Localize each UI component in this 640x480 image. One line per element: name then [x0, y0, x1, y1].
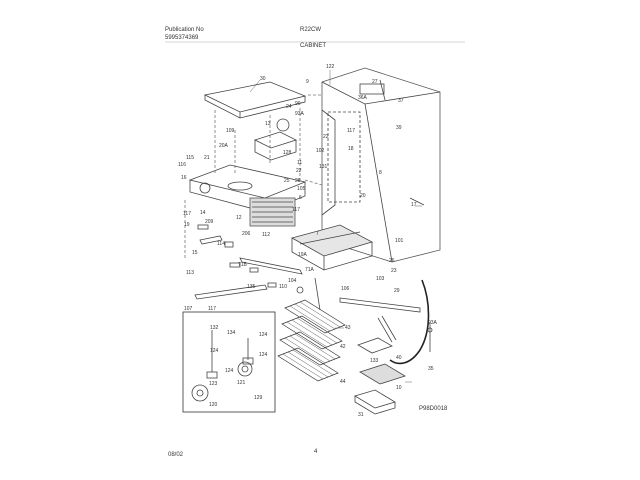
part-label: 124 — [259, 332, 268, 338]
part-label: 128 — [283, 150, 292, 156]
part-label: 115 — [186, 155, 194, 161]
part-label: 29 — [394, 288, 400, 294]
part-label: 30 — [260, 76, 266, 82]
ice-components — [354, 315, 406, 415]
part-label: 209 — [205, 219, 214, 225]
small-parts — [197, 224, 433, 352]
part-label: 124 — [225, 368, 234, 374]
top-panel — [203, 81, 307, 119]
part-label: 129 — [254, 395, 263, 401]
part-label: 20A — [219, 143, 228, 149]
drain-pan — [290, 224, 374, 271]
publication-label: Publication No — [165, 27, 204, 33]
part-label: 43 — [345, 325, 351, 331]
part-label: 35 — [428, 366, 434, 372]
part-label: 114 — [217, 241, 225, 247]
part-label: 24 — [286, 104, 292, 110]
bars — [194, 235, 421, 313]
publication-number: 5995374369 — [165, 35, 199, 41]
part-label: 26 — [389, 258, 395, 264]
part-label: 6 — [299, 195, 302, 201]
part-label: 107 — [184, 306, 193, 312]
part-label: 134 — [227, 330, 236, 336]
part-label: 103 — [376, 276, 385, 282]
page-number: 4 — [314, 449, 318, 455]
part-label: 113 — [186, 270, 194, 276]
leader-lines — [249, 70, 422, 383]
part-label: 40 — [396, 355, 402, 361]
part-label: 117 — [208, 306, 216, 312]
part-label: 112 — [262, 232, 270, 238]
part-label: 122 — [326, 64, 335, 70]
part-label: 21 — [204, 155, 210, 161]
part-label: 131 — [319, 164, 328, 170]
part-label: 7 — [316, 231, 319, 237]
part-label: 23 — [391, 268, 397, 274]
part-label: 124 — [210, 348, 219, 354]
part-label: 123 — [209, 381, 218, 387]
part-label: 14 — [200, 210, 206, 216]
part-label: 90 — [295, 101, 301, 107]
part-label: 28 — [295, 178, 301, 184]
part-label: 117 — [183, 211, 191, 217]
part-label: 106 — [341, 286, 350, 292]
part-label: 11 — [297, 160, 303, 166]
part-label: 12 — [236, 215, 242, 221]
part-label: 36A — [358, 95, 367, 101]
part-label: 124 — [259, 352, 268, 358]
part-label: 104 — [288, 278, 297, 284]
model-number: R22CW — [300, 27, 322, 33]
part-label: 135 — [247, 284, 256, 290]
wire-shelves — [277, 299, 346, 382]
part-label: 31 — [358, 412, 364, 418]
part-label: 93A — [428, 320, 437, 326]
part-label: 116 — [178, 162, 186, 168]
caster-inset — [182, 311, 276, 413]
part-label: 37 — [398, 98, 404, 104]
part-label: 17 — [411, 202, 417, 208]
part-label: 9 — [306, 79, 309, 85]
part-label: 39 — [396, 125, 402, 131]
part-label: 16 — [181, 175, 187, 181]
footer-date: 08/02 — [168, 452, 184, 458]
part-label: 20 — [360, 193, 366, 199]
guide-lines — [184, 94, 323, 260]
part-label: 8 — [379, 170, 382, 176]
diagram-code: P98D0018 — [419, 406, 448, 412]
part-label: 206 — [242, 231, 251, 237]
part-label: 102 — [316, 148, 325, 154]
part-label: 18 — [348, 146, 354, 152]
part-label: 19A — [298, 252, 307, 258]
part-label: 27 — [372, 79, 378, 85]
part-label: 10 — [396, 385, 402, 391]
part-label: 121 — [237, 380, 246, 386]
part-label: 132 — [210, 325, 219, 331]
part-label: 93A — [295, 111, 304, 117]
part-label: 117 — [347, 128, 355, 134]
part-label: 22 — [323, 134, 329, 140]
part-label: 25 — [284, 178, 290, 184]
part-label: 15 — [192, 250, 198, 256]
part-label: 110 — [279, 284, 287, 290]
part-label: 19 — [184, 222, 190, 228]
part-label: 13 — [265, 121, 271, 127]
section-title: CABINET — [300, 43, 327, 49]
part-label: 120 — [209, 402, 218, 408]
part-label: 71A — [305, 267, 314, 273]
control-box — [253, 118, 298, 161]
part-label: 105 — [297, 186, 306, 192]
part-label: 44 — [340, 379, 346, 385]
part-label: 109 — [226, 128, 235, 134]
part-label: 71B — [238, 262, 247, 268]
compressor-tray — [188, 164, 307, 227]
part-label: 22 — [296, 168, 302, 174]
part-label: 133 — [370, 358, 379, 364]
part-label: 101 — [395, 238, 404, 244]
part-label: 42 — [340, 344, 346, 350]
part-label: 117 — [292, 207, 300, 213]
tubing — [389, 279, 430, 365]
